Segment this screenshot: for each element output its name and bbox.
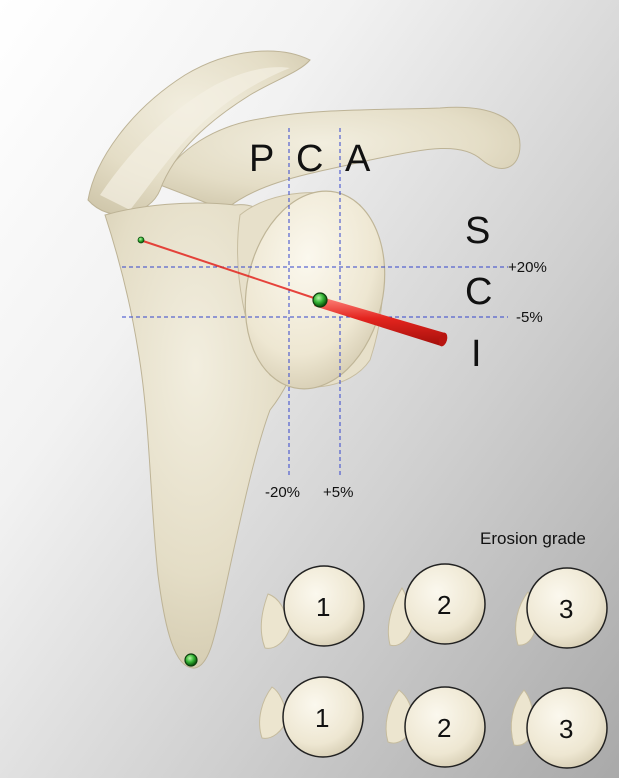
erosion-grade-number: 3	[559, 716, 573, 742]
erosion-grade-number: 1	[315, 705, 329, 731]
zone-label-center: C	[465, 273, 492, 311]
erosion-grade-number: 2	[437, 715, 451, 741]
erosion-grade-row-2	[260, 677, 607, 768]
erosion-grade-title: Erosion grade	[480, 530, 586, 547]
marker-distal	[138, 237, 144, 243]
tick-label-right: +5%	[323, 485, 353, 500]
erosion-grade-number: 1	[316, 594, 330, 620]
zone-label-superior: S	[465, 212, 490, 250]
zone-label-anterior: A	[345, 140, 370, 178]
marker-glenoid-center	[313, 293, 327, 307]
tick-label-upper: +20%	[508, 260, 547, 275]
erosion-grade-number: 3	[559, 596, 573, 622]
zone-label-inferior: I	[471, 335, 482, 373]
erosion-grade-number: 2	[437, 592, 451, 618]
tick-label-lower: -5%	[516, 310, 543, 325]
tick-label-left: -20%	[265, 485, 300, 500]
erosion-grade-row-1	[261, 564, 607, 648]
zone-label-posterior: P	[249, 140, 274, 178]
marker-inferior-angle	[185, 654, 197, 666]
zone-label-central: C	[296, 140, 323, 178]
